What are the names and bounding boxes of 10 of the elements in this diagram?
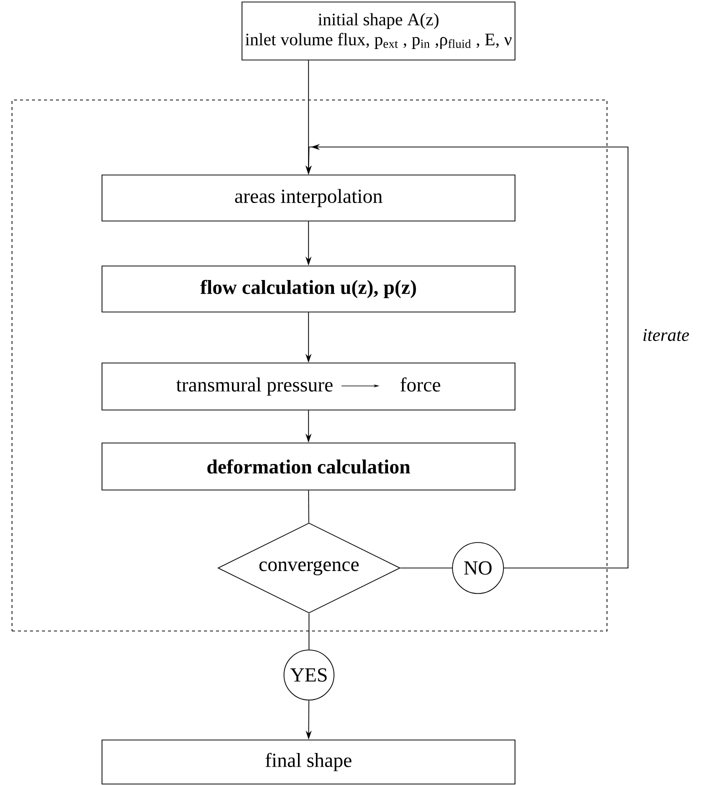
process-box: flow calculation u(z), p(z) [102,266,516,312]
connector-line [308,490,310,524]
process-box: deformation calculation [102,442,516,490]
input-box: initial shape A(z) inlet volume flux, p$_{ext}$ , p$_{in}$ ,ρ$_{fluid}$ , E, ν [242,2,516,60]
process-box: areas interpolation [102,174,516,222]
side-note: iterate [643,328,689,342]
iteration-region [12,100,608,632]
process-box: transmural pressure force [102,362,516,410]
connector-line [308,613,310,650]
output-box: final shape [102,740,516,784]
